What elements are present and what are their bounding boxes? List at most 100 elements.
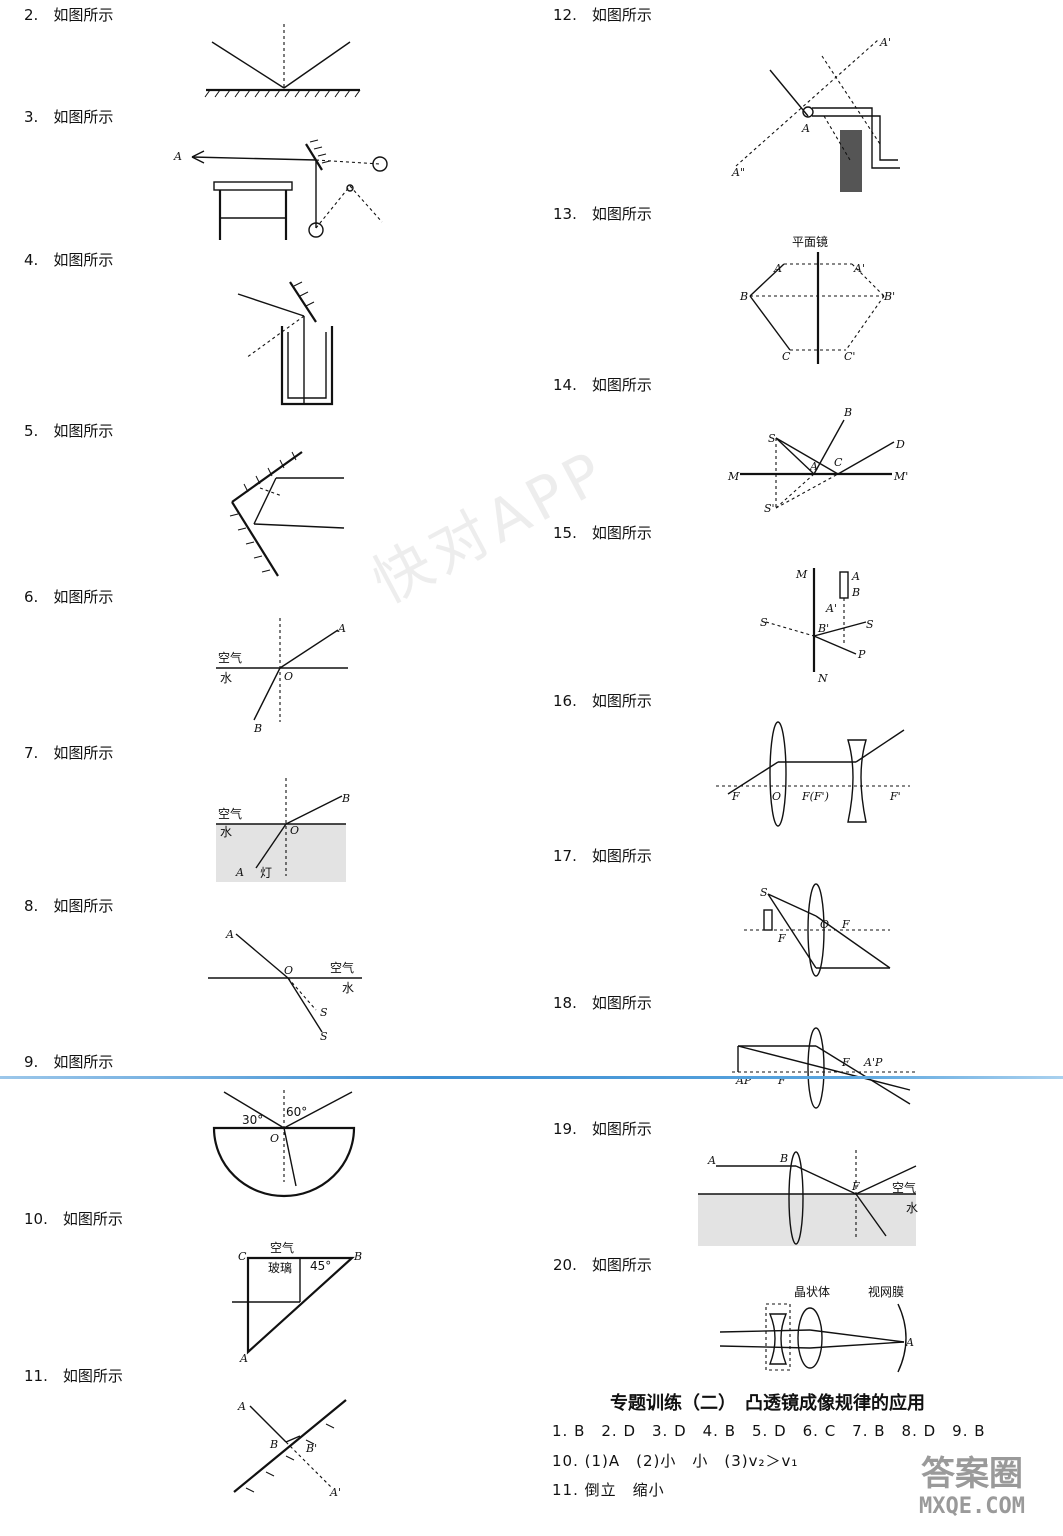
- svg-text:B': B': [305, 1442, 317, 1455]
- svg-text:S: S: [760, 886, 768, 899]
- figure-4-tube-mirror: [237, 281, 334, 406]
- question-label-3: 3. 如图所示: [24, 108, 114, 126]
- svg-text:M: M: [727, 470, 740, 483]
- question-label-10: 10. 如图所示: [24, 1210, 123, 1228]
- svg-text:A: A: [905, 1336, 914, 1349]
- figure-20-eye: 晶状体 视网膜 A: [719, 1284, 914, 1373]
- svg-text:B: B: [851, 586, 860, 599]
- figure-2-reflection: [204, 24, 361, 98]
- figure-10-prism: C B A 空气 玻璃 45°: [232, 1240, 362, 1365]
- question-label-2: 2. 如图所示: [24, 6, 114, 24]
- svg-text:A: A: [173, 150, 182, 163]
- svg-text:P: P: [857, 648, 866, 661]
- question-label-5: 5. 如图所示: [24, 422, 114, 440]
- svg-text:A: A: [239, 1352, 248, 1365]
- question-label-6: 6. 如图所示: [24, 588, 114, 606]
- svg-text:空气: 空气: [270, 1240, 294, 1255]
- section-title: 专题训练（二） 凸透镜成像规律的应用: [610, 1393, 925, 1414]
- svg-text:S: S: [866, 618, 874, 631]
- svg-text:空气: 空气: [218, 806, 242, 821]
- svg-text:F: F: [731, 790, 740, 803]
- site-stamp-logo: 答案圈 MXQE.COM: [919, 1454, 1025, 1519]
- svg-text:A: A: [773, 262, 782, 275]
- svg-text:B: B: [739, 290, 748, 303]
- svg-text:S: S: [760, 616, 768, 629]
- answer-line-3: 11. 倒立 缩小: [552, 1481, 665, 1499]
- svg-text:水: 水: [342, 981, 354, 995]
- svg-text:F(F'): F(F'): [801, 790, 829, 803]
- svg-text:A: A: [707, 1154, 716, 1167]
- svg-text:B: B: [253, 722, 262, 735]
- question-label-19: 19. 如图所示: [553, 1120, 652, 1138]
- figure-16-lens-pair: F O F(F') F': [716, 721, 910, 827]
- figure-9-semicircle: 30°60° O: [212, 1090, 356, 1198]
- svg-text:M: M: [795, 568, 808, 581]
- svg-text:A': A': [329, 1486, 341, 1499]
- svg-text:A": A": [731, 166, 745, 179]
- svg-text:玻璃: 玻璃: [268, 1261, 292, 1275]
- svg-text:S: S: [320, 1006, 328, 1019]
- svg-text:B: B: [353, 1250, 362, 1263]
- svg-text:A: A: [851, 570, 860, 583]
- question-label-16: 16. 如图所示: [553, 692, 652, 710]
- figure-11-mirror: A B B' A': [233, 1399, 347, 1499]
- lamp-icon: [308, 222, 324, 238]
- svg-text:B': B': [883, 290, 895, 303]
- figure-12-periscope: A' A" A: [731, 36, 900, 192]
- question-label-15: 15. 如图所示: [553, 524, 652, 542]
- svg-text:空气: 空气: [330, 960, 354, 975]
- answer-line-2: 10. (1)A (2)小 小 (3)v₂＞v₁: [552, 1452, 799, 1470]
- question-label-9: 9. 如图所示: [24, 1053, 114, 1071]
- svg-text:C: C: [834, 456, 843, 469]
- svg-text:晶状体: 晶状体: [794, 1285, 830, 1299]
- figure-5-corner-mirror: [229, 451, 345, 577]
- svg-text:A: A: [809, 460, 818, 473]
- svg-text:C': C': [844, 350, 855, 363]
- svg-text:A: A: [801, 122, 810, 135]
- svg-text:O: O: [772, 790, 781, 803]
- svg-text:F: F: [777, 932, 786, 945]
- svg-text:O: O: [270, 1132, 279, 1145]
- svg-text:空气: 空气: [892, 1180, 916, 1195]
- svg-text:O: O: [284, 670, 293, 683]
- svg-text:灯: 灯: [260, 866, 272, 880]
- question-label-8: 8. 如图所示: [24, 897, 114, 915]
- question-label-20: 20. 如图所示: [553, 1256, 652, 1274]
- svg-text:O: O: [820, 918, 829, 931]
- svg-text:F: F: [777, 1074, 786, 1087]
- question-label-4: 4. 如图所示: [24, 251, 114, 269]
- svg-text:S: S: [768, 432, 776, 445]
- figure-8-refraction: A 空气 水 O SS: [208, 928, 362, 1043]
- svg-text:B: B: [269, 1438, 278, 1451]
- figure-6-refraction: 空气 水 AOB: [216, 618, 348, 735]
- svg-text:A: A: [225, 928, 234, 941]
- figure-3-table-mirror: A: [173, 139, 388, 240]
- svg-text:O: O: [290, 824, 299, 837]
- svg-text:S': S': [764, 502, 775, 515]
- question-label-12: 12. 如图所示: [553, 6, 652, 24]
- table-top: [213, 181, 293, 191]
- svg-text:F': F': [889, 790, 901, 803]
- svg-text:A': A': [879, 36, 891, 49]
- svg-text:视网膜: 视网膜: [868, 1284, 904, 1299]
- svg-text:C: C: [238, 1250, 247, 1263]
- svg-text:B: B: [779, 1152, 788, 1165]
- svg-text:45°: 45°: [310, 1259, 331, 1273]
- question-label-11: 11. 如图所示: [24, 1367, 123, 1385]
- svg-text:F: F: [841, 918, 850, 931]
- svg-text:30°: 30°: [242, 1113, 263, 1127]
- svg-text:F: F: [841, 1056, 850, 1069]
- svg-text:A: A: [237, 1400, 246, 1413]
- question-label-7: 7. 如图所示: [24, 744, 114, 762]
- svg-text:C: C: [782, 350, 791, 363]
- svg-text:水: 水: [220, 825, 232, 839]
- svg-text:B': B': [817, 622, 829, 635]
- svg-text:A': A': [853, 262, 865, 275]
- svg-text:S: S: [320, 1030, 328, 1043]
- svg-text:A'P: A'P: [863, 1056, 883, 1069]
- svg-text:水: 水: [220, 671, 232, 685]
